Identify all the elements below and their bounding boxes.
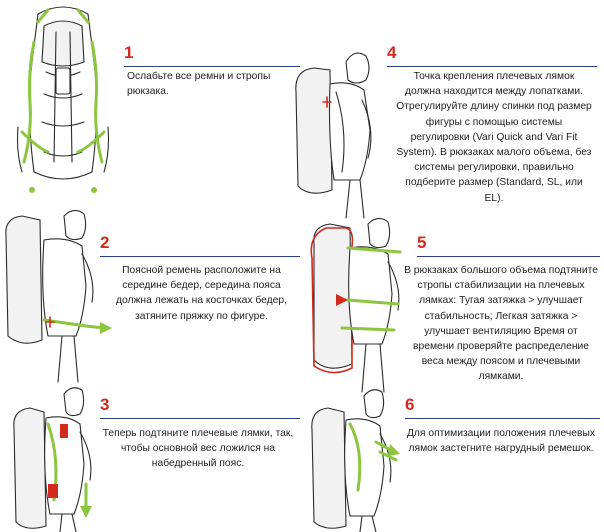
hiker-chest-strap-illustration <box>311 389 400 532</box>
step-5-number: 5 <box>417 233 427 252</box>
step-2-text: Поясной ремень расположите на середине б… <box>116 265 287 322</box>
step-4-text: Точка крепления плечевых лямок должна на… <box>396 71 592 204</box>
step-4-number: 4 <box>387 43 397 62</box>
step-6-text: Для оптимизации положения плечевых лямок… <box>406 428 596 455</box>
step-3-text: Теперь подтяните плечевые лямки, так, чт… <box>102 428 294 470</box>
hiker-hipbelt-illustration <box>5 209 112 383</box>
step-1-number: 1 <box>124 43 134 62</box>
step-2-number: 2 <box>100 233 110 252</box>
step-3-number: 3 <box>100 395 110 414</box>
hiker-stabilizer-straps-illustration <box>310 217 402 393</box>
step-5-rule <box>417 256 600 257</box>
step-6-number: 6 <box>405 395 415 414</box>
step-2-rule <box>100 256 300 257</box>
step-3-rule <box>100 418 300 419</box>
step-1-text: Ослабьте все ремни и стропы рюкзака. <box>127 71 271 98</box>
hiker-shoulder-straps-illustration <box>13 387 92 532</box>
step-1-rule <box>124 66 300 67</box>
step-4-rule <box>387 66 597 67</box>
step-6-rule <box>405 418 600 419</box>
hiker-back-length-illustration <box>295 52 372 219</box>
backpack-back-illustration <box>16 6 110 193</box>
step-5-text: В рюкзаках большого объема подтяните стр… <box>404 265 598 383</box>
